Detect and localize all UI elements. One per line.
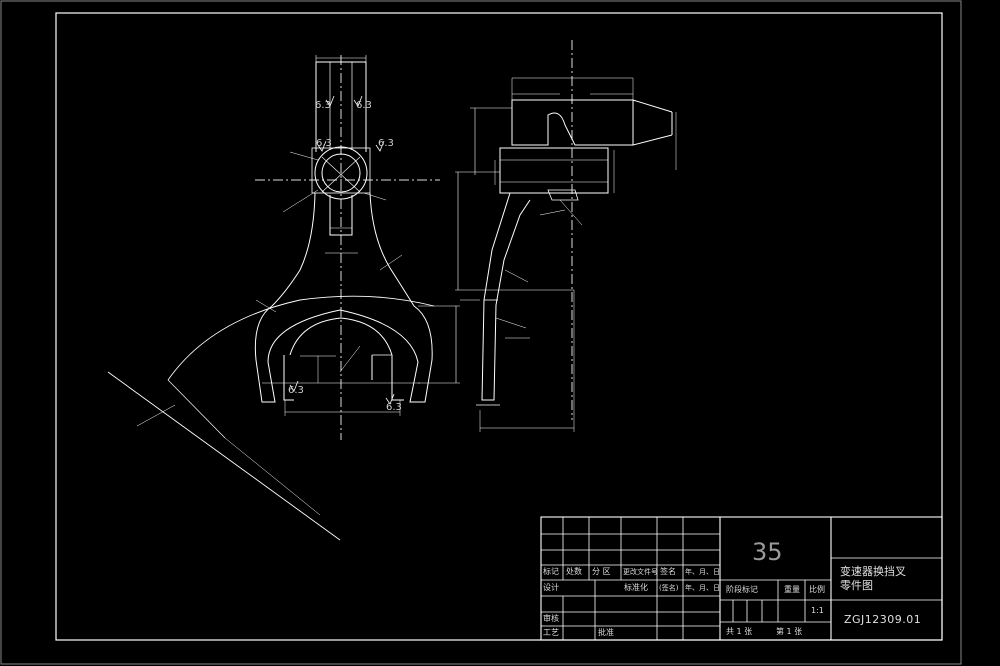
part-name-line2: 零件图	[840, 579, 873, 592]
label-stage: 阶段标记	[726, 585, 758, 594]
roughness-value: 6.3	[288, 385, 304, 396]
label-count: 处数	[566, 567, 582, 576]
label-standardize: 标准化	[624, 583, 648, 592]
sheet-index: 第 1 张	[776, 627, 803, 636]
sheet-total: 共 1 张	[726, 627, 753, 636]
label-scale: 比例	[809, 585, 825, 594]
material-label: 35	[752, 538, 783, 566]
title-block-grid	[540, 516, 943, 641]
label-mark: 标记	[543, 567, 559, 576]
label-signature: 签名	[660, 567, 676, 576]
roughness-value: 6.3	[378, 138, 394, 149]
outer-frame	[0, 0, 962, 665]
scale-value: 1:1	[811, 606, 824, 615]
label-date: 年、月、日	[685, 568, 720, 576]
label-process: 工艺	[543, 628, 559, 637]
label-design: 设计	[543, 583, 559, 592]
part-name-line1: 变速器换挡叉	[840, 565, 906, 578]
label-approve: 批准	[598, 628, 614, 637]
side-view	[455, 40, 677, 432]
roughness-values: 6.3 6.3 6.3 6.3 6.3 6.3	[288, 100, 402, 413]
drawing-number: ZGJ12309.01	[844, 613, 922, 626]
label-review: 审核	[543, 614, 559, 623]
label-change-doc: 更改文件号	[623, 568, 658, 576]
label-weight: 重量	[784, 585, 800, 594]
front-view	[107, 55, 460, 541]
label-sign-small: (签名)	[659, 584, 679, 592]
label-date-small: 年、月、日	[685, 584, 720, 592]
roughness-value: 6.3	[316, 138, 332, 149]
roughness-value: 6.3	[356, 100, 372, 111]
label-zone: 分 区	[592, 567, 611, 576]
roughness-value: 6.3	[386, 402, 402, 413]
inner-frame	[55, 12, 943, 641]
roughness-value: 6.3	[315, 100, 331, 111]
roughness-symbols	[289, 95, 395, 405]
